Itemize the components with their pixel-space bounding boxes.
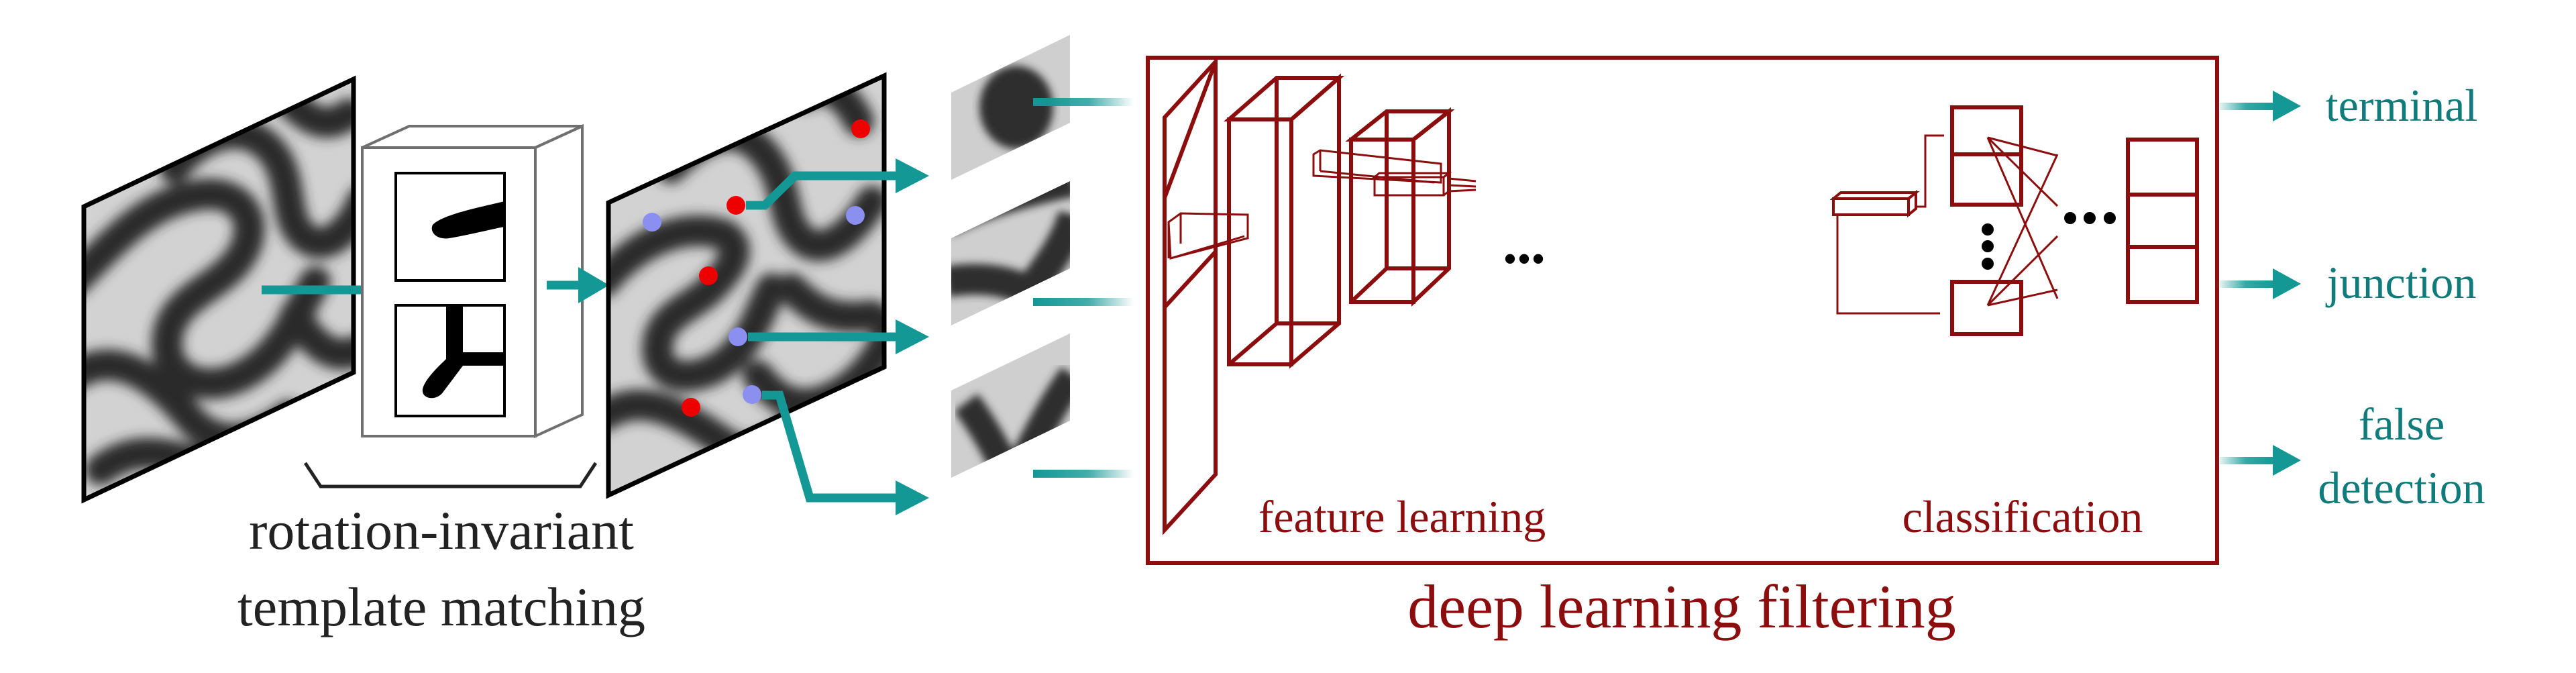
- output-false-detection: false detection: [2216, 399, 2485, 513]
- terminal-template: [394, 172, 506, 282]
- template-label-line2: template matching: [237, 576, 645, 637]
- detection-image: [606, 72, 887, 499]
- output-junction-label: junction: [2326, 257, 2477, 308]
- cnn-title: deep learning filtering: [1407, 572, 1955, 641]
- arrow-to-patch-1: [746, 171, 899, 210]
- junction-template: [394, 304, 506, 417]
- output-detection-label: detection: [2318, 462, 2485, 513]
- classification-label: classification: [1902, 491, 2143, 542]
- patch-junction: [951, 181, 1070, 325]
- arrow-to-detections: [547, 267, 609, 303]
- arrow-to-patch-3: [762, 391, 899, 503]
- ellipsis-1: •••: [1503, 237, 1545, 281]
- classification: [1829, 105, 2199, 336]
- terminal-dots: [682, 119, 870, 417]
- patch-terminal: [951, 35, 1070, 180]
- vertical-ellipsis: [1982, 223, 1994, 270]
- feature-learning-label: feature learning: [1258, 491, 1546, 542]
- output-terminal: terminal: [2216, 80, 2477, 131]
- output-junction: junction: [2216, 257, 2476, 308]
- ellipsis-2: [2064, 212, 2116, 224]
- output-false-label: false: [2359, 399, 2445, 450]
- bracket: [303, 462, 598, 488]
- template-label-line1: rotation-invariant: [249, 500, 634, 561]
- input-image: [81, 75, 356, 504]
- junction-dots: [643, 206, 865, 404]
- patch-false-detection: [951, 333, 1070, 478]
- cnn-box: [1146, 56, 2219, 565]
- output-terminal-label: terminal: [2326, 80, 2478, 131]
- feature-learning: [1163, 56, 1477, 535]
